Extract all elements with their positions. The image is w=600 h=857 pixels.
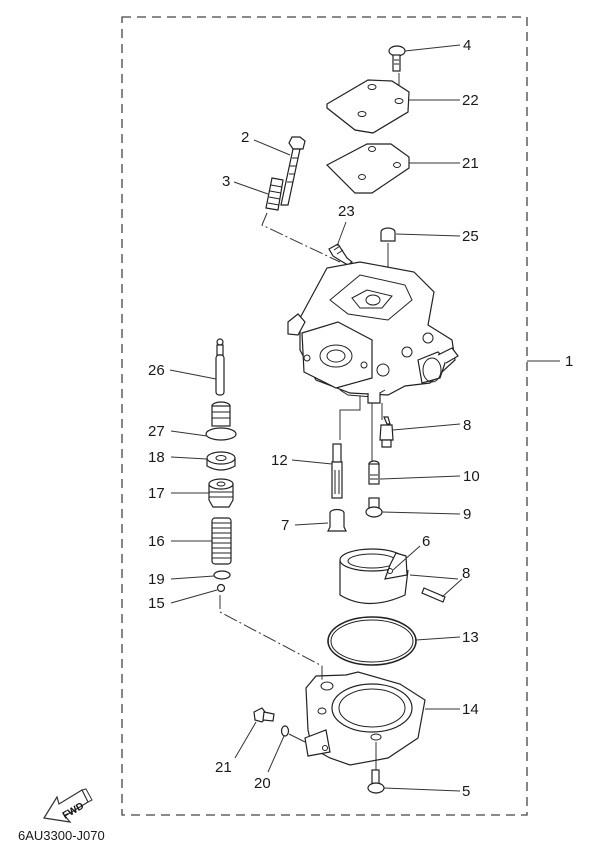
svg-text:7: 7 xyxy=(281,517,289,534)
svg-text:10: 10 xyxy=(463,468,480,485)
part-14-float-chamber: 14 xyxy=(304,671,479,778)
part-12-main-nozzle: 12 xyxy=(271,443,343,499)
part-24-cover: 22 xyxy=(326,79,479,134)
svg-text:8: 8 xyxy=(462,565,470,582)
drawing-code: 6AU3300-J070 xyxy=(18,828,105,843)
part-15-ball: 15 xyxy=(148,583,323,680)
svg-text:18: 18 xyxy=(148,449,165,466)
part-22-pilot-screw: 23 xyxy=(328,203,355,266)
part-7-main-jet: 7 xyxy=(281,508,347,534)
part-8-float-pin: 8 8 xyxy=(421,565,470,603)
svg-text:21: 21 xyxy=(462,155,479,172)
part-18-seal: 18 xyxy=(148,449,236,471)
svg-text:15: 15 xyxy=(148,595,165,612)
svg-text:4: 4 xyxy=(463,37,471,54)
svg-text:1: 1 xyxy=(565,353,573,370)
svg-text:6: 6 xyxy=(422,533,430,550)
part-23-gasket: 21 xyxy=(325,143,479,194)
svg-text:13: 13 xyxy=(462,629,479,646)
part-20-washer: 20 xyxy=(254,725,306,792)
svg-text:27: 27 xyxy=(148,423,165,440)
part-11-pilot-jet: 10 xyxy=(368,460,480,485)
part-9-needle-valve: 8 xyxy=(379,416,471,448)
callout-1: 1 xyxy=(527,353,573,370)
svg-text:21: 21 xyxy=(215,759,232,776)
svg-text:17: 17 xyxy=(148,485,165,502)
carburetor-body xyxy=(287,261,459,462)
svg-text:25: 25 xyxy=(462,228,479,245)
svg-text:12: 12 xyxy=(271,452,288,469)
svg-text:20: 20 xyxy=(254,775,271,792)
part-19-check-valve: 19 xyxy=(148,570,231,588)
svg-text:16: 16 xyxy=(148,533,165,550)
svg-text:23: 23 xyxy=(338,203,355,220)
part-27-plunger-seal: 27 xyxy=(148,401,237,441)
part-16-spring: 16 xyxy=(148,517,232,565)
svg-text:14: 14 xyxy=(462,701,479,718)
svg-text:3: 3 xyxy=(222,173,230,190)
part-5-screw: 5 xyxy=(367,769,470,800)
part-17-piston: 17 xyxy=(148,478,234,508)
part-6-float: 6 xyxy=(339,533,459,604)
part-2-screw: 2 xyxy=(241,129,306,206)
svg-text:26: 26 xyxy=(148,362,165,379)
fwd-direction-arrow: FWD xyxy=(43,788,93,823)
svg-text:19: 19 xyxy=(148,571,165,588)
part-4-screw: 4 xyxy=(388,37,471,98)
part-25-cap: 25 xyxy=(380,227,479,276)
svg-text:9: 9 xyxy=(463,506,471,523)
svg-text:2: 2 xyxy=(241,129,249,146)
assembly-boundary xyxy=(121,16,528,816)
svg-text:5: 5 xyxy=(462,783,470,800)
part-26-plunger-rod: 26 xyxy=(148,338,225,396)
part-21-drain-screw: 21 21 xyxy=(215,707,275,776)
svg-text:8: 8 xyxy=(463,417,471,434)
svg-text:22: 22 xyxy=(462,92,479,109)
part-10-jet: 9 xyxy=(365,497,471,523)
part-3-spring: 3 xyxy=(222,173,341,263)
part-13-gasket-ring: 13 xyxy=(327,616,479,666)
